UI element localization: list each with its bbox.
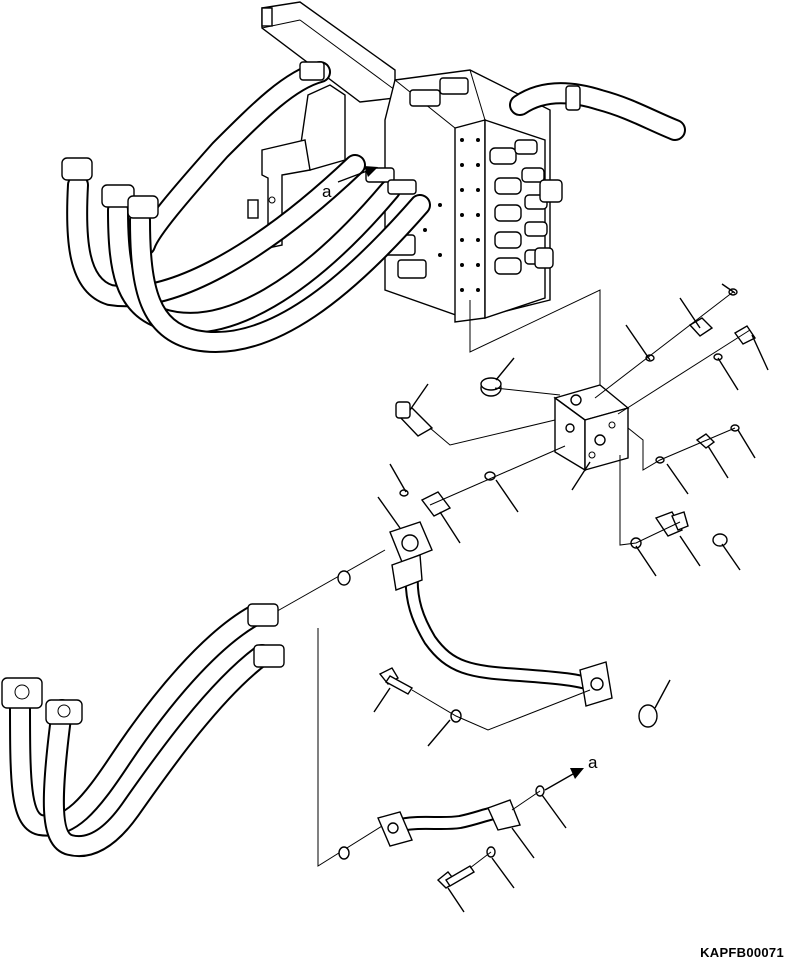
control-valve [384, 69, 563, 323]
rigid-pipe-upper [389, 521, 613, 707]
rigid-pipe-lower [377, 799, 521, 847]
arrow-label-upper: a [322, 182, 332, 201]
lower-right-leader [511, 790, 541, 811]
manifold-block [553, 384, 630, 472]
flange-o-ring-right [638, 704, 658, 728]
connector [395, 401, 434, 437]
flow-arrow-lower: a [544, 753, 598, 791]
upper-hoses [61, 61, 431, 353]
upper-right-pipe [509, 82, 686, 141]
valve-spools [489, 139, 563, 275]
bolt-leader [411, 689, 591, 731]
lower-hoses [1, 603, 285, 858]
flow-arrow-upper: a [322, 166, 378, 201]
arrow-label-lower: a [588, 753, 598, 772]
lower-o-ring [338, 846, 350, 860]
lower-leader [317, 628, 383, 867]
assembly-lines [264, 291, 751, 619]
lower-bolt [436, 865, 475, 889]
upper-hose-fittings [61, 61, 417, 219]
figure-code: KAPFB00071 [700, 945, 784, 960]
frame-beam [261, 1, 396, 103]
bolt [378, 667, 414, 695]
callout-leaders [373, 283, 769, 913]
valve-bolts [413, 138, 480, 292]
plug [480, 377, 502, 397]
lower-bolt-leader [469, 851, 492, 869]
flange-o-ring [337, 570, 351, 586]
leader-line [469, 289, 601, 395]
